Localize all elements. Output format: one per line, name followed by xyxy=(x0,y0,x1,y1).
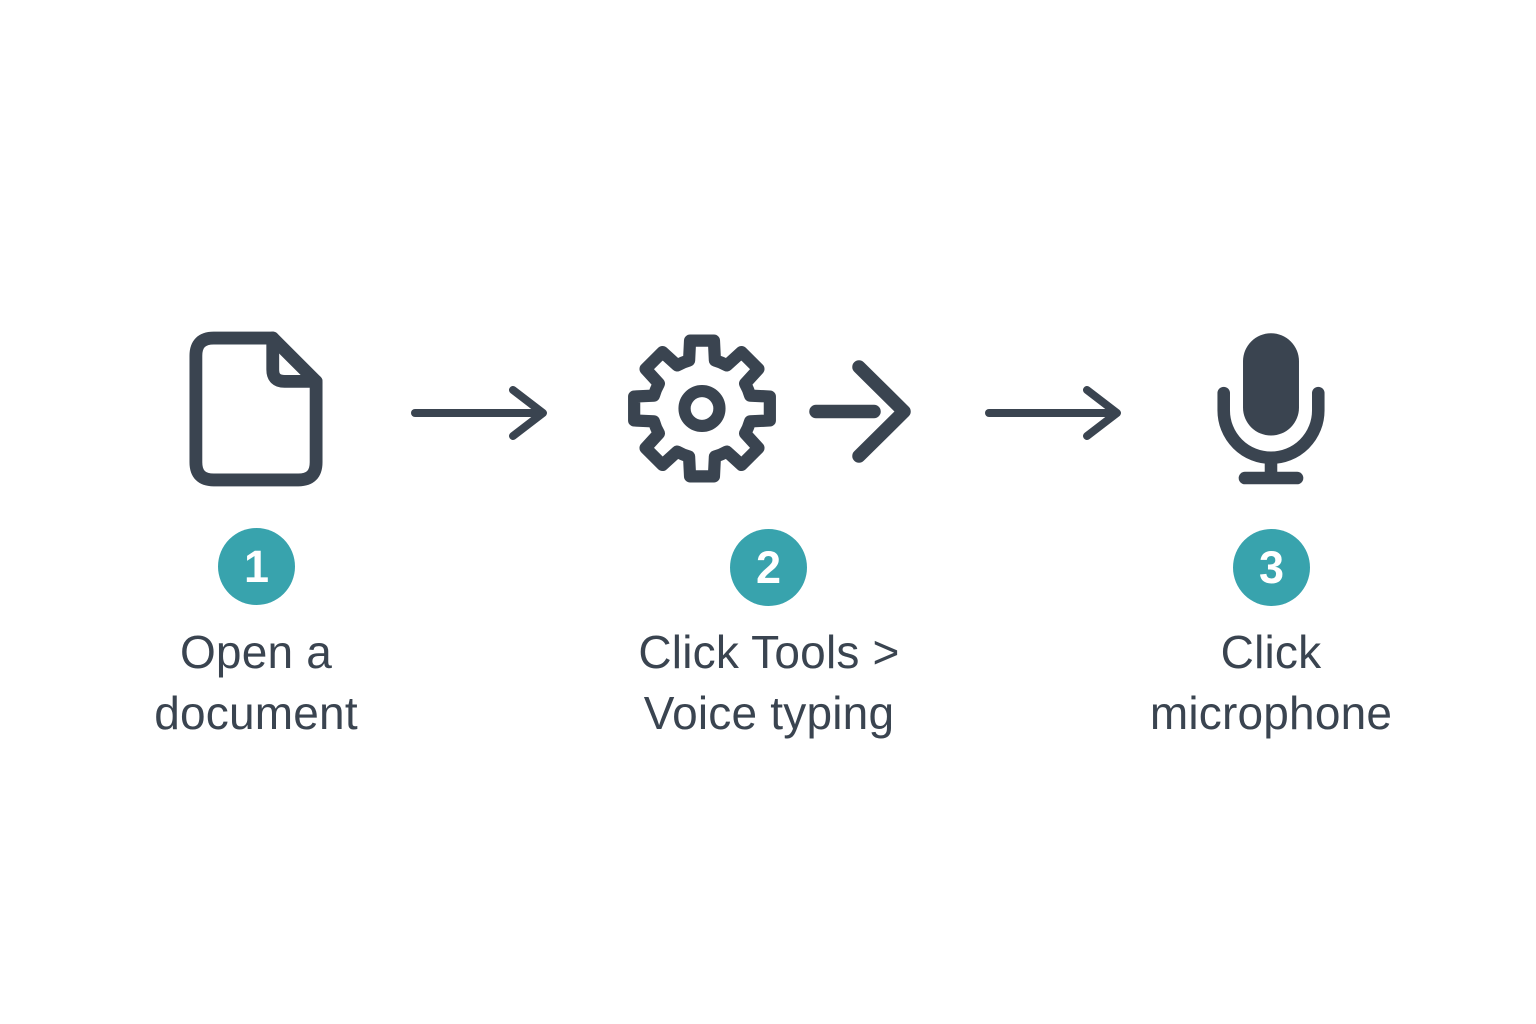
step-label-line: Open a xyxy=(179,626,333,678)
step-label-line: Click Tools > xyxy=(638,626,900,678)
arrow-right-icon xyxy=(985,385,1125,441)
step-number: 2 xyxy=(755,542,782,593)
step-number-badge: 1 xyxy=(218,528,295,605)
step-label: Click microphone xyxy=(1041,622,1501,744)
step-label: Click Tools > Voice typing xyxy=(539,622,999,744)
step-label-line: document xyxy=(154,687,358,739)
step-label-line: Click xyxy=(1220,626,1322,678)
arrow-right-icon xyxy=(411,385,551,441)
bold-arrow-right-icon xyxy=(808,358,914,465)
step-label-line: microphone xyxy=(1149,687,1393,739)
step-number-badge: 3 xyxy=(1233,529,1310,606)
gear-icon xyxy=(627,330,777,487)
step-label-line: Voice typing xyxy=(643,687,895,739)
step-label: Open a document xyxy=(26,622,486,744)
step-number-badge: 2 xyxy=(730,529,807,606)
microphone-icon xyxy=(1216,330,1326,489)
step-number: 1 xyxy=(243,541,270,592)
step-number: 3 xyxy=(1258,542,1285,593)
document-icon xyxy=(188,330,324,488)
